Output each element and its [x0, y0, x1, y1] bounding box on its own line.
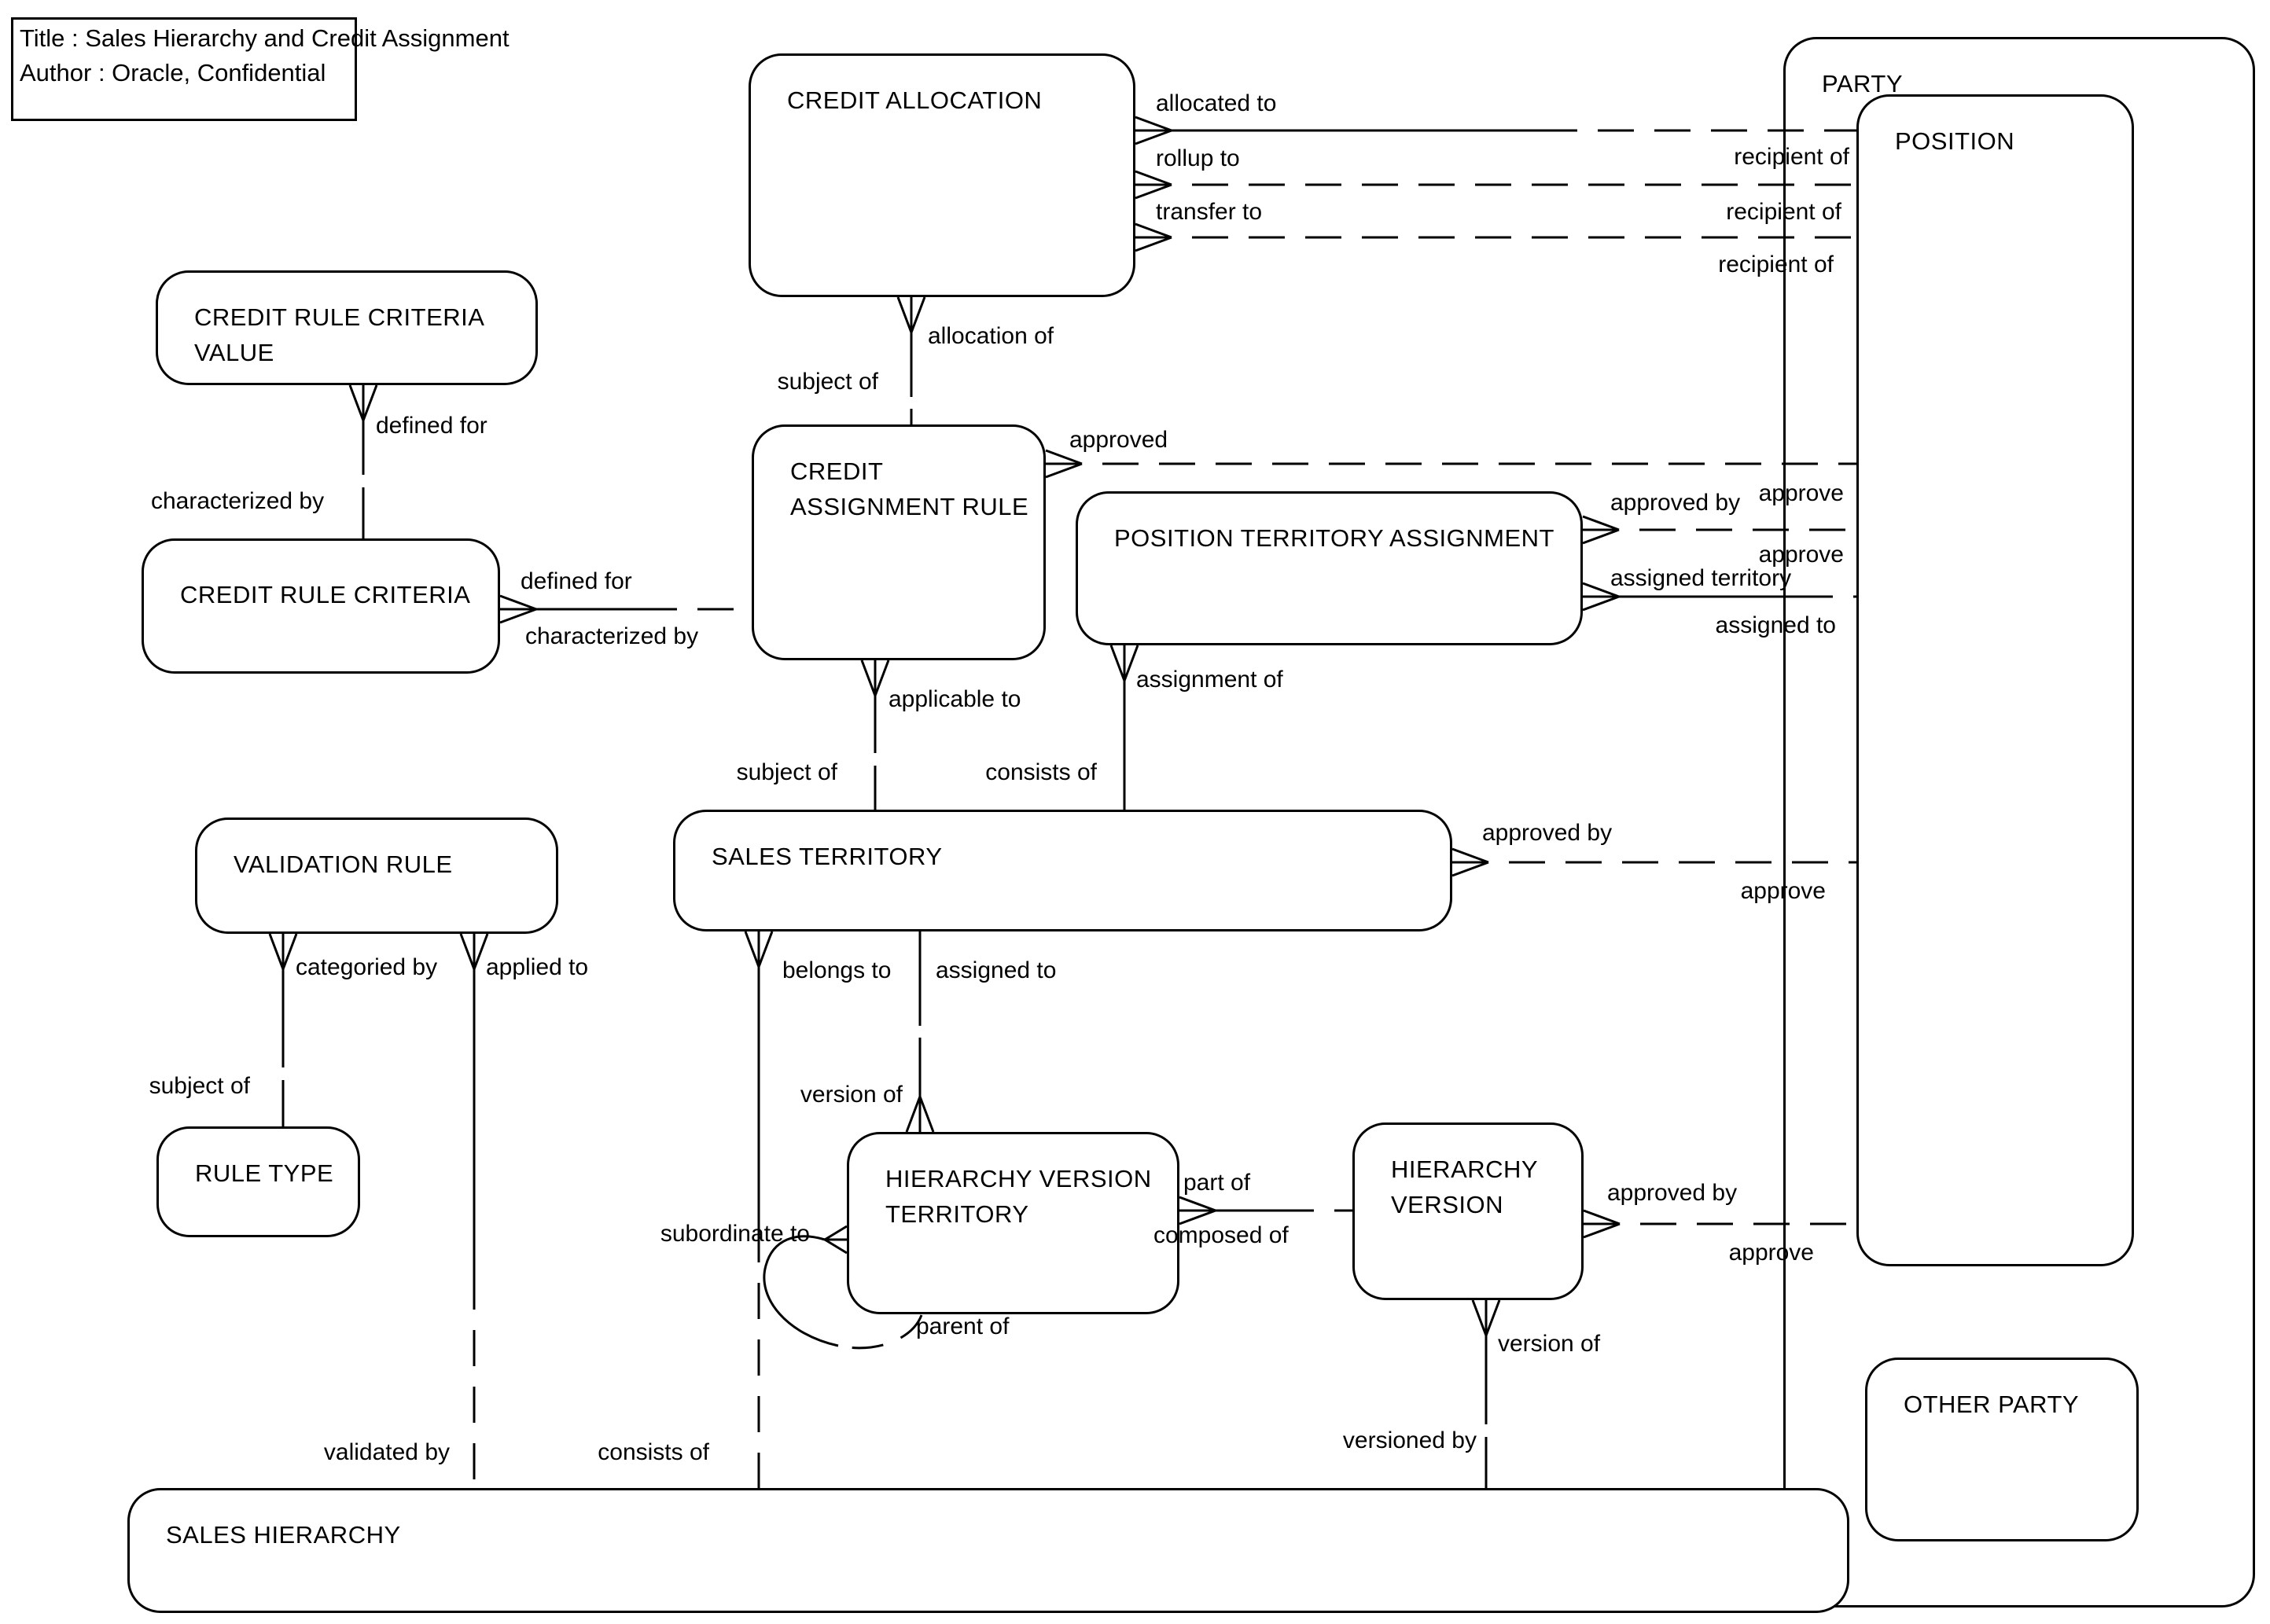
entity-sales-hierarchy-label: SALES HIERARCHY: [166, 1521, 401, 1549]
entity-credit-rule-criteria-label: CREDIT RULE CRITERIA: [180, 581, 471, 608]
entity-hierarchy-version-territory-label: HIERARCHY VERSION TERRITORY: [885, 1165, 1152, 1228]
label-characterized-by-crc: characterized by: [525, 623, 699, 649]
rel-parent-of-arc-dashed: [837, 1314, 923, 1350]
crowfoot-approved-by-st: [1451, 847, 1489, 877]
entity-rule-type[interactable]: RULE TYPE: [156, 1126, 360, 1237]
entity-other-party[interactable]: OTHER PARTY: [1865, 1358, 2139, 1541]
label-recipient-of-3: recipient of: [1718, 252, 1834, 277]
entity-party-label: PARTY: [1822, 70, 1903, 97]
entity-position-label: POSITION: [1895, 127, 2015, 155]
crowfoot-categoried-by: [268, 933, 298, 970]
entity-position[interactable]: POSITION: [1856, 94, 2134, 1266]
crowfoot-defined-for-crc: [499, 594, 537, 624]
label-approve-1: approve: [1758, 480, 1844, 506]
entity-credit-allocation-label: CREDIT ALLOCATION: [787, 86, 1043, 114]
crowfoot-applied-to: [459, 933, 489, 970]
label-subject-of-car: subject of: [777, 369, 878, 395]
crowfoot-defined-for-crcv: [348, 384, 378, 421]
label-recipient-of-2: recipient of: [1726, 199, 1841, 225]
crowfoot-approved-by-hv: [1583, 1209, 1621, 1239]
entity-validation-rule[interactable]: VALIDATION RULE: [195, 818, 558, 934]
crowfoot-version-of-st: [905, 1096, 935, 1133]
label-subject-of-rt: subject of: [149, 1073, 250, 1099]
label-rollup-to: rollup to: [1156, 145, 1240, 171]
entity-position-territory-assignment-label: POSITION TERRITORY ASSIGNMENT: [1114, 524, 1554, 552]
label-characterized-by-crcv: characterized by: [151, 488, 325, 514]
label-assigned-territory: assigned territory: [1610, 565, 1792, 591]
entity-sales-territory-label: SALES TERRITORY: [712, 843, 943, 870]
label-consists-of-st: consists of: [985, 759, 1097, 785]
entity-credit-rule-criteria-value[interactable]: CREDIT RULE CRITERIA VALUE: [156, 270, 538, 385]
label-subject-of-st: subject of: [736, 759, 837, 785]
diagram-author: Author : Oracle, Confidential: [20, 59, 326, 86]
entity-validation-rule-label: VALIDATION RULE: [234, 851, 453, 878]
crowfoot-allocated-to: [1135, 116, 1172, 145]
entity-sales-hierarchy[interactable]: SALES HIERARCHY: [127, 1488, 1849, 1613]
label-approved-by-hv: approved by: [1607, 1180, 1738, 1206]
label-allocation-of: allocation of: [928, 323, 1054, 349]
entity-hierarchy-version-label: HIERARCHY VERSION: [1391, 1156, 1538, 1218]
label-assignment-of: assignment of: [1136, 667, 1283, 693]
crowfoot-subordinate-to: [824, 1225, 848, 1255]
crowfoot-transfer-to: [1135, 222, 1172, 252]
label-composed-of: composed of: [1153, 1222, 1289, 1248]
label-version-of-st: version of: [800, 1082, 903, 1108]
entity-credit-rule-criteria-value-label: CREDIT RULE CRITERIA VALUE: [194, 303, 484, 366]
label-part-of: part of: [1183, 1170, 1251, 1196]
title-block: Title : Sales Hierarchy and Credit Assig…: [11, 17, 510, 121]
label-recipient-of-1: recipient of: [1734, 144, 1849, 170]
crowfoot-applicable-to: [860, 660, 890, 696]
label-approved-by-st: approved by: [1482, 820, 1613, 846]
crowfoot-approved-by-pta: [1582, 515, 1620, 545]
label-defined-for-crc: defined for: [521, 568, 632, 594]
label-version-of-hv: version of: [1498, 1331, 1601, 1357]
crowfoot-belongs-to: [744, 931, 774, 968]
label-assigned-to: assigned to: [1715, 612, 1836, 638]
crowfoot-part-of: [1179, 1196, 1216, 1225]
label-defined-for-crcv: defined for: [376, 413, 487, 439]
label-approved-by-pta: approved by: [1610, 490, 1741, 516]
entity-position-territory-assignment[interactable]: POSITION TERRITORY ASSIGNMENT: [1076, 491, 1583, 645]
crowfoot-version-of-hv: [1471, 1299, 1501, 1336]
entity-credit-rule-criteria[interactable]: CREDIT RULE CRITERIA: [142, 538, 500, 674]
entity-other-party-label: OTHER PARTY: [1904, 1391, 2080, 1418]
label-approved: approved: [1069, 427, 1168, 453]
label-approve-2: approve: [1758, 542, 1844, 568]
crowfoot-assignment-of: [1109, 645, 1139, 682]
label-approve-4: approve: [1728, 1240, 1814, 1266]
label-applied-to: applied to: [486, 954, 589, 980]
crowfoot-rollup-to: [1135, 170, 1172, 200]
diagram-title: Title : Sales Hierarchy and Credit Assig…: [20, 24, 510, 52]
label-categoried-by: categoried by: [296, 954, 438, 980]
label-validated-by: validated by: [323, 1439, 450, 1465]
label-approve-3: approve: [1740, 878, 1826, 904]
label-assigned-to-st: assigned to: [936, 957, 1057, 983]
label-transfer-to: transfer to: [1156, 199, 1263, 225]
entity-sales-territory[interactable]: SALES TERRITORY: [673, 810, 1452, 931]
entity-hierarchy-version[interactable]: HIERARCHY VERSION: [1352, 1122, 1584, 1300]
entity-hierarchy-version-territory[interactable]: HIERARCHY VERSION TERRITORY: [847, 1132, 1179, 1314]
label-allocated-to: allocated to: [1156, 90, 1277, 116]
entity-rule-type-label: RULE TYPE: [195, 1159, 334, 1187]
entity-credit-allocation[interactable]: CREDIT ALLOCATION: [749, 53, 1135, 297]
rel-subordinate-to-arc: [763, 1235, 839, 1347]
label-applicable-to: applicable to: [889, 686, 1021, 712]
entity-credit-assignment-rule[interactable]: CREDIT ASSIGNMENT RULE: [752, 424, 1046, 660]
label-parent-of: parent of: [916, 1314, 1010, 1339]
entity-credit-assignment-rule-label: CREDIT ASSIGNMENT RULE: [790, 457, 1029, 520]
label-consists-of-sh: consists of: [598, 1439, 709, 1465]
label-versioned-by: versioned by: [1342, 1427, 1477, 1453]
label-subordinate-to: subordinate to: [660, 1221, 810, 1247]
crowfoot-allocation-of: [896, 296, 926, 333]
label-belongs-to: belongs to: [782, 957, 892, 983]
